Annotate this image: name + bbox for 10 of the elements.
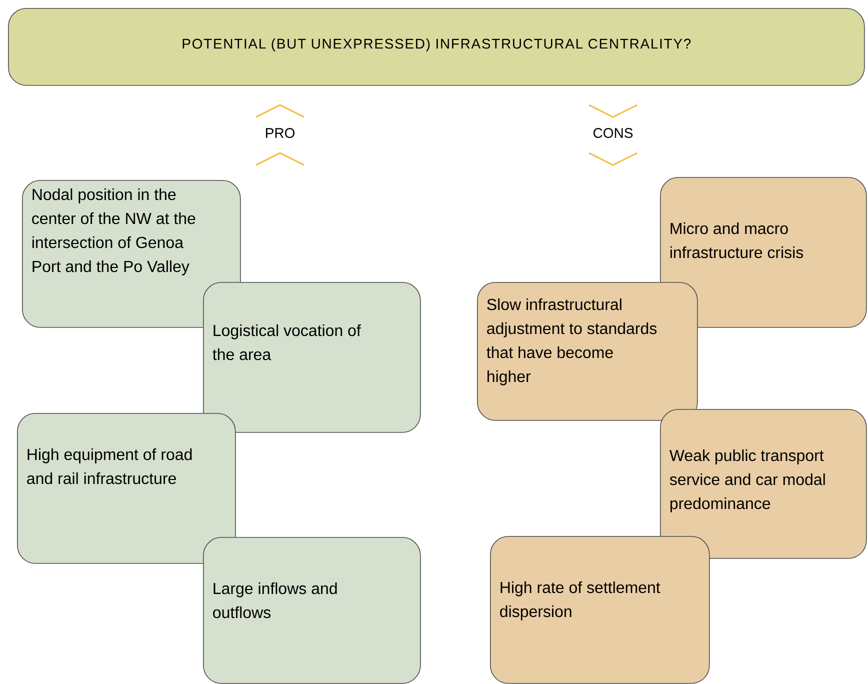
argument-box: Weak public transport service and car modal predominance (660, 409, 867, 559)
column-heading: CONS (593, 128, 633, 138)
column-heading: PRO (266, 128, 294, 138)
argument-box: Logistical vocation of the area (203, 282, 421, 433)
argument-box: High rate of settlement dispersion (490, 536, 710, 684)
argument-box: Micro and macro infrastructure crisis (660, 177, 867, 328)
argument-box: Large inflows and outflows (203, 537, 421, 684)
argument-box: Slow infrastructural adjustment to standards that have become higher (477, 282, 698, 421)
title-banner: POTENTIAL (BUT UNEXPRESSED) INFRASTRUCTURAL CENTRALITY? (8, 8, 865, 86)
argument-box: High equipment of road and rail infrastructure (17, 413, 236, 564)
